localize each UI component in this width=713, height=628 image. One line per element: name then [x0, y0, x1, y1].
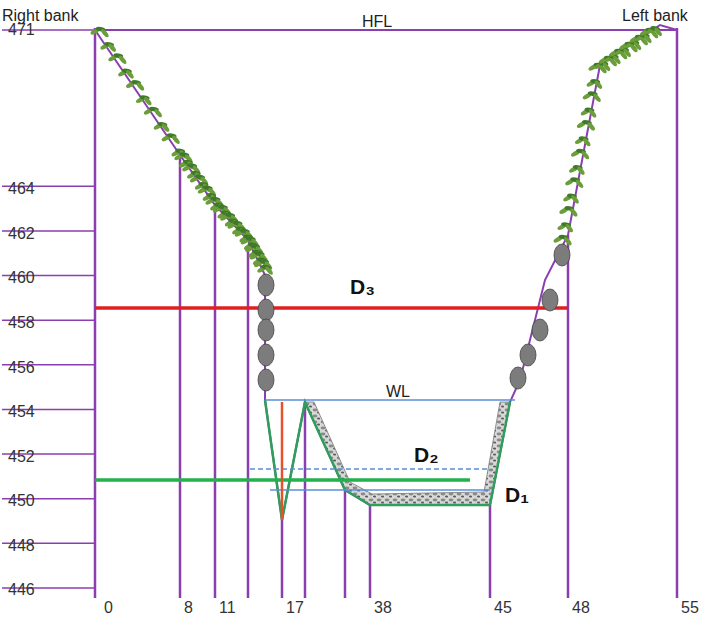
axis-value: 0 [104, 600, 113, 616]
axis-value: 460 [8, 270, 35, 286]
deep-line [281, 402, 284, 520]
axis-value: 448 [8, 538, 35, 554]
ground-profile [95, 25, 677, 520]
level-label: D₁ [505, 484, 529, 505]
axis-value: 462 [8, 226, 35, 242]
axis-value: 456 [8, 360, 35, 376]
boulders [258, 244, 570, 391]
station-lines [95, 28, 677, 598]
axis-value: 464 [8, 181, 35, 197]
axis-value: 450 [8, 493, 35, 509]
axis-value: 55 [681, 600, 699, 616]
axis-value: 48 [572, 600, 590, 616]
level-label: D₃ [350, 276, 375, 297]
axis-value: 17 [286, 600, 304, 616]
d3-line [95, 306, 568, 310]
axis-value: 452 [8, 449, 35, 465]
level-label: D₂ [414, 444, 439, 465]
axis-ticks [2, 30, 95, 588]
level-line [270, 489, 490, 490]
heading-label: HFL [362, 14, 392, 30]
channel-outline [265, 400, 510, 520]
axis-value: 38 [374, 600, 392, 616]
level-label: WL [386, 384, 410, 400]
axis-value: 446 [8, 582, 35, 598]
axis-value: 454 [8, 404, 35, 420]
vegetation [90, 25, 663, 275]
axis-value: 11 [219, 600, 236, 616]
heading-label: Left bank [622, 8, 688, 24]
axis-value: 471 [8, 22, 35, 38]
level-line [250, 468, 490, 469]
axis-value: 8 [184, 600, 193, 616]
axis-value: 458 [8, 315, 35, 331]
axis-value: 45 [494, 600, 512, 616]
